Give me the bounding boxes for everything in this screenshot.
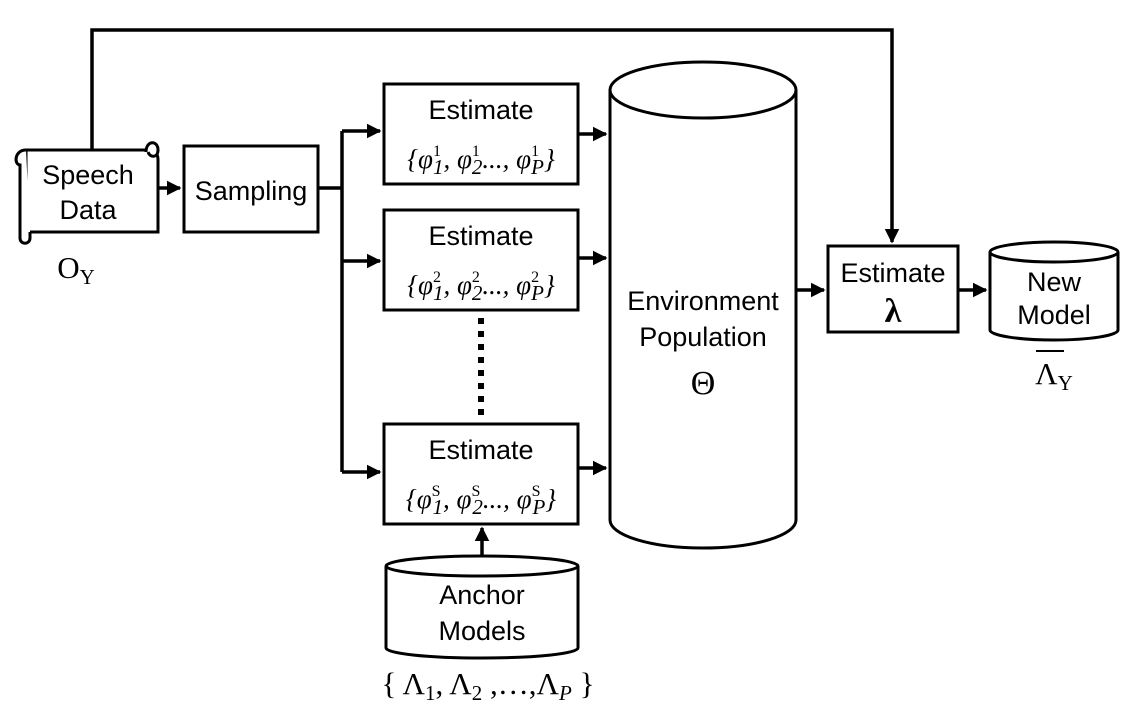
scroll-curl-top bbox=[144, 141, 160, 158]
speech-data-symbol: OY bbox=[57, 250, 95, 289]
new-model-symbol: ΛY bbox=[1035, 356, 1073, 395]
speech-data-label-line1: Speech bbox=[42, 160, 134, 190]
environment-label: Environment bbox=[627, 286, 779, 316]
estimate-label: Estimate bbox=[428, 435, 533, 465]
new-model-label-line1: New bbox=[1027, 267, 1082, 297]
sampling-node: Sampling bbox=[182, 144, 320, 234]
lambda-symbol: λ bbox=[885, 293, 902, 330]
theta-symbol: Θ bbox=[691, 365, 716, 402]
connector-speech-to-lambda bbox=[90, 28, 900, 244]
estimate-lambda-node: Estimate λ bbox=[826, 244, 960, 334]
sampling-label: Sampling bbox=[195, 176, 308, 206]
anchor-label: Anchor bbox=[439, 580, 525, 610]
new-model-label-line2: Model bbox=[1017, 300, 1091, 330]
environment-population-node: Environment Population Θ bbox=[608, 60, 798, 550]
scroll-curl-left bbox=[14, 148, 32, 245]
models-label: Models bbox=[438, 616, 525, 646]
estimate-lambda-label: Estimate bbox=[840, 258, 945, 288]
new-model-node: New Model bbox=[988, 240, 1120, 342]
anchor-models-node: Anchor Models bbox=[384, 554, 580, 660]
estimate-label: Estimate bbox=[428, 221, 533, 251]
estimate-label: Estimate bbox=[428, 95, 533, 125]
population-label: Population bbox=[639, 322, 767, 352]
speech-data-node: Speech Data bbox=[14, 141, 160, 245]
anchor-models-set: { Λ1, Λ2 ,…,ΛP } bbox=[382, 666, 595, 705]
speech-data-label-line2: Data bbox=[59, 195, 117, 225]
